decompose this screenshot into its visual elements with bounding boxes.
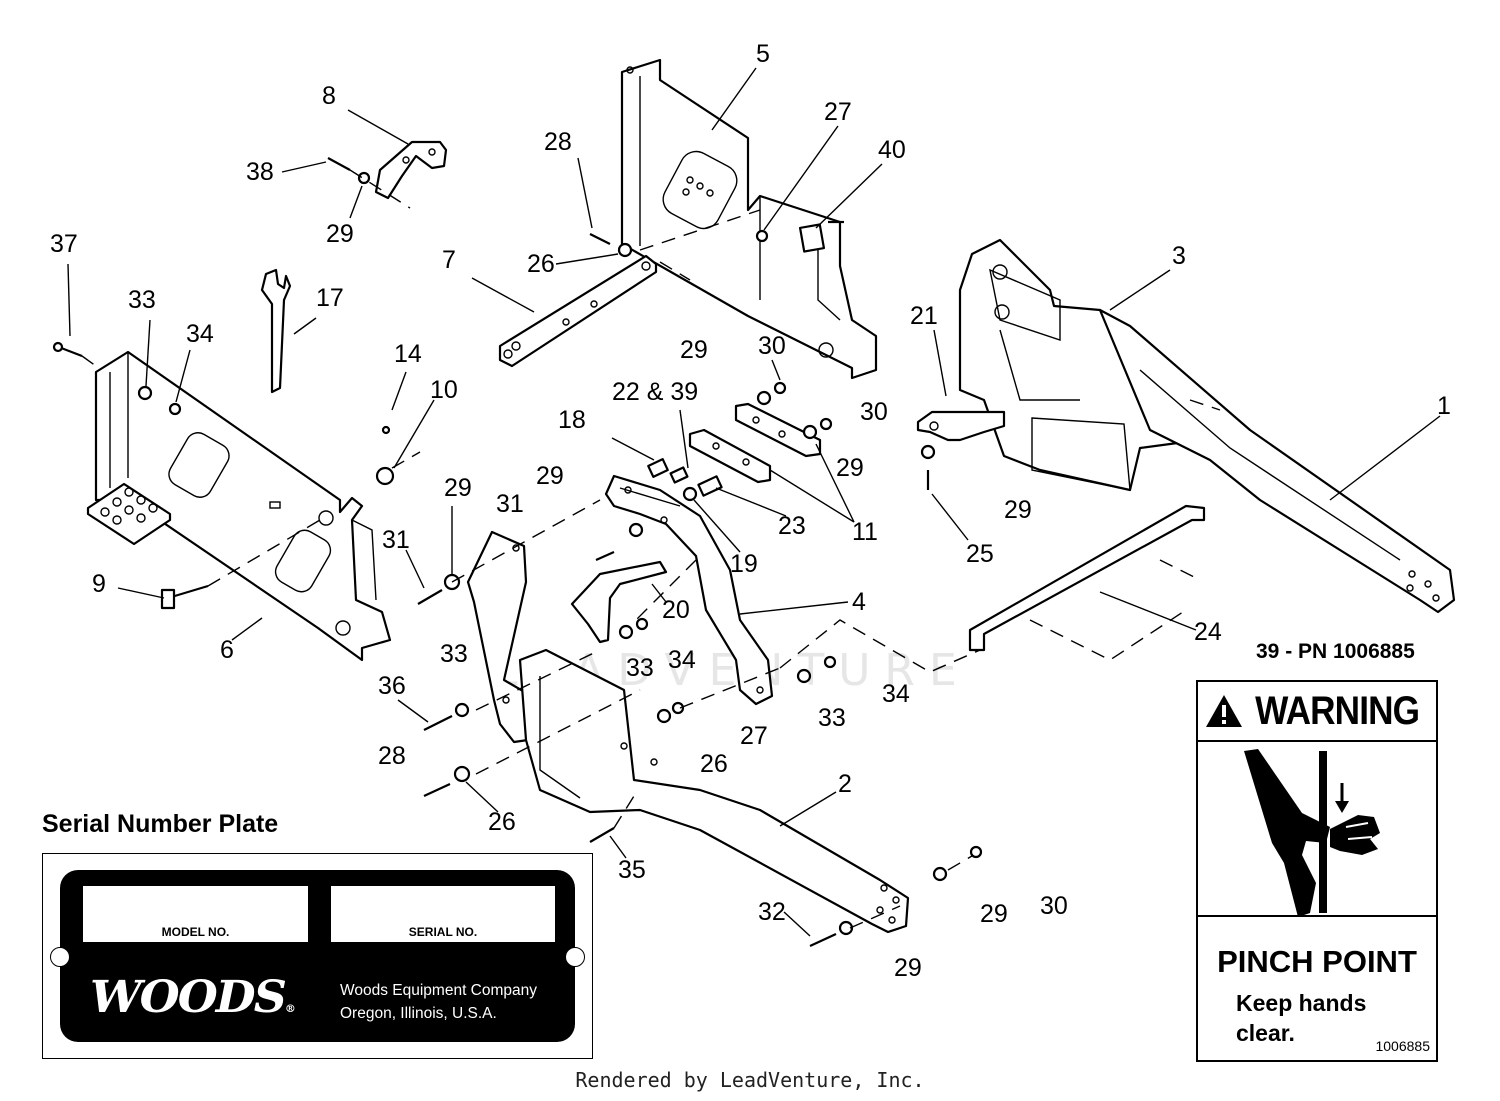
part-7-link-bar[interactable]	[498, 254, 658, 368]
company-name: Woods Equipment Company	[340, 982, 538, 999]
model-number-label: MODEL NO.	[161, 925, 230, 939]
callout-22-39: 22 & 39	[612, 378, 698, 406]
callout-30a: 30	[758, 332, 786, 360]
callout-1: 1	[1437, 392, 1451, 420]
callout-33b: 33	[440, 640, 468, 668]
serial-number-plate: MODEL NO. SERIAL NO. WOODS® Woods Equipm…	[42, 853, 593, 1059]
leader-lines	[67, 67, 1441, 937]
callout-38: 38	[246, 158, 274, 186]
callout-27b: 27	[740, 722, 768, 750]
serial-plate-title: Serial Number Plate	[42, 810, 279, 838]
callout-7: 7	[442, 246, 456, 274]
model-number-field: MODEL NO.	[83, 886, 308, 942]
callout-29h: 29	[894, 954, 922, 982]
part-21-bracket[interactable]	[916, 410, 1006, 442]
callout-20: 20	[662, 596, 690, 624]
part-11-plates[interactable]	[688, 402, 822, 484]
callout-26c: 26	[488, 808, 516, 836]
mounting-hole-right	[565, 947, 585, 967]
callout-28b: 28	[378, 742, 406, 770]
callout-5: 5	[756, 40, 770, 68]
part-4-center-arm[interactable]	[604, 474, 774, 706]
footer-credit: Rendered by LeadVenture, Inc.	[575, 1068, 925, 1092]
callout-26b: 26	[700, 750, 728, 778]
callout-24: 24	[1194, 618, 1222, 646]
callout-30c: 30	[1040, 892, 1068, 920]
instruction-line-1: Keep hands	[1236, 990, 1367, 1016]
decal-part-number: 39 - PN 1006885	[1256, 640, 1415, 663]
callout-26a: 26	[527, 250, 555, 278]
callout-40: 40	[878, 136, 906, 164]
callout-23: 23	[778, 512, 806, 540]
company-location: Oregon, Illinois, U.S.A.	[340, 1005, 497, 1022]
callout-31a: 31	[496, 490, 524, 518]
warning-decal: WARNING PINCH POINT Keep hands clear. 10…	[1196, 680, 1438, 1062]
warning-triangle-icon	[1205, 695, 1242, 727]
instruction-line-2: clear.	[1236, 1020, 1295, 1046]
callout-29a: 29	[326, 220, 354, 248]
part-2-lower-arm[interactable]	[518, 648, 910, 934]
callout-2: 2	[838, 770, 852, 798]
part-5-upper-plate[interactable]	[620, 58, 878, 380]
callout-34b: 34	[668, 646, 696, 674]
callout-32: 32	[758, 898, 786, 926]
side-bracket[interactable]	[466, 530, 530, 744]
callout-10: 10	[430, 376, 458, 404]
callout-29e: 29	[536, 462, 564, 490]
part-20-bracket[interactable]	[570, 560, 668, 644]
callout-33a: 33	[128, 286, 156, 314]
callout-34a: 34	[186, 320, 214, 348]
registered-mark: ®	[284, 1002, 296, 1016]
callout-29c: 29	[836, 454, 864, 482]
callout-17: 17	[316, 284, 344, 312]
serial-number-field: SERIAL NO.	[331, 886, 555, 942]
part-6-mount-plate[interactable]	[86, 350, 392, 662]
part-1-long-arm[interactable]	[1098, 308, 1456, 614]
callout-4: 4	[852, 588, 866, 616]
callout-33d: 33	[818, 704, 846, 732]
alignment-lines	[81, 169, 1221, 929]
callout-14: 14	[394, 340, 422, 368]
callout-30b: 30	[860, 398, 888, 426]
callout-36: 36	[378, 672, 406, 700]
callout-37: 37	[50, 230, 78, 258]
callout-31b: 31	[382, 526, 410, 554]
callout-8: 8	[322, 82, 336, 110]
callout-11: 11	[852, 518, 878, 546]
part-17-wrench[interactable]	[260, 268, 292, 394]
callout-29b: 29	[680, 336, 708, 364]
callout-18: 18	[558, 406, 586, 434]
callout-27a: 27	[824, 98, 852, 126]
pinch-point-pictogram	[1198, 743, 1436, 917]
warning-header: WARNING	[1198, 682, 1436, 742]
callout-25: 25	[966, 540, 994, 568]
callout-29d: 29	[444, 474, 472, 502]
callout-33c: 33	[626, 654, 654, 682]
plate-body: MODEL NO. SERIAL NO. WOODS® Woods Equipm…	[50, 870, 585, 1042]
hardware	[52, 157, 983, 947]
mounting-hole-left	[50, 947, 70, 967]
callout-21: 21	[910, 302, 938, 330]
callout-29f: 29	[1004, 496, 1032, 524]
callout-29g: 29	[980, 900, 1008, 928]
callout-6: 6	[220, 636, 234, 664]
callout-35: 35	[618, 856, 646, 884]
callout-3: 3	[1172, 242, 1186, 270]
woods-logo-text: WOODS	[90, 971, 287, 1023]
hand-pinch-icon	[1244, 749, 1380, 917]
callout-labels: 1 2 3 4 5 6 7 8 9 10 11 14 17 18 19 20 2…	[50, 40, 1451, 982]
callout-19: 19	[730, 550, 758, 578]
callout-9: 9	[92, 570, 106, 598]
callout-34c: 34	[882, 680, 910, 708]
woods-logo: WOODS®	[90, 971, 296, 1022]
part-24-cross-bar[interactable]	[968, 504, 1206, 652]
warning-text: WARNING	[1255, 688, 1420, 733]
serial-number-label: SERIAL NO.	[408, 925, 478, 939]
decal-code: 1006885	[1375, 1038, 1430, 1054]
callout-28a: 28	[544, 128, 572, 156]
part-8-bracket[interactable]	[374, 140, 448, 200]
pinch-point-text: PINCH POINT	[1217, 944, 1417, 979]
